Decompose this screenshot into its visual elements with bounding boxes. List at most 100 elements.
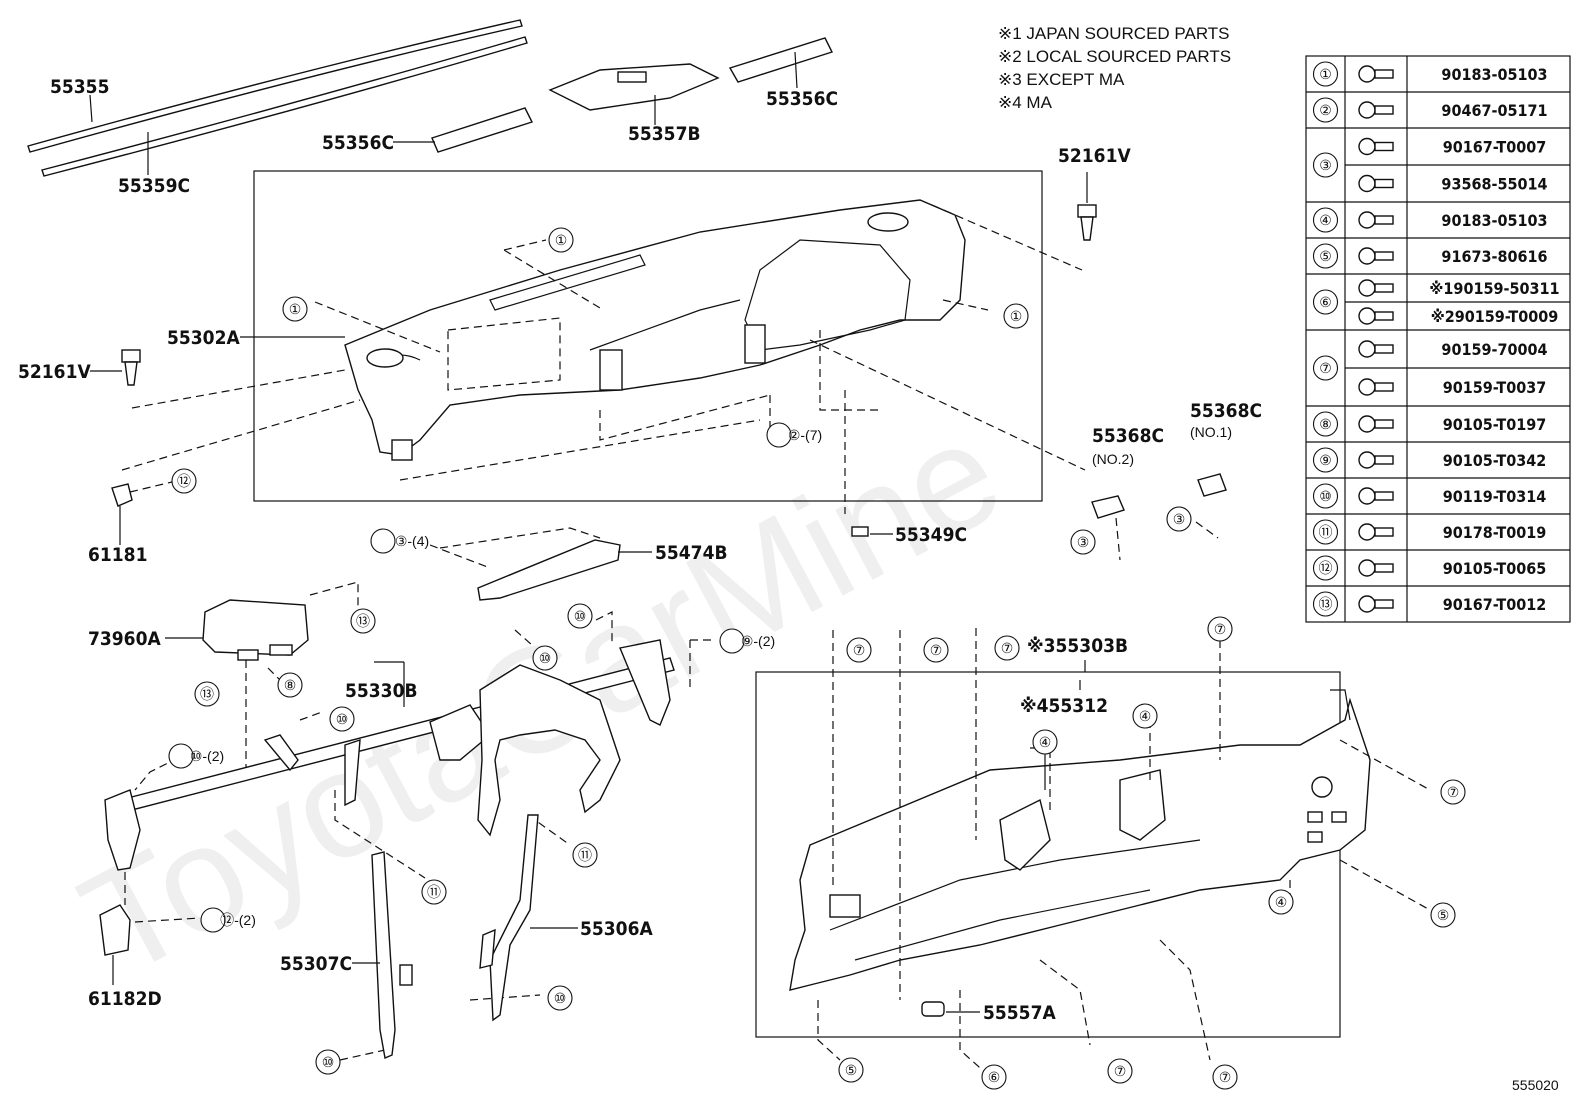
callout-4-c-label: ④ bbox=[1275, 894, 1288, 910]
callout-1-left bbox=[282, 296, 308, 322]
callout-4-a-label: ④ bbox=[1039, 734, 1052, 750]
callout-9-2-label: ⑨-(2) bbox=[741, 633, 775, 649]
callout-1-right bbox=[1003, 303, 1029, 329]
callout-1-right-label: ① bbox=[1010, 308, 1023, 324]
fastener-icon bbox=[1358, 307, 1394, 325]
callout-1-top-label: ① bbox=[555, 232, 568, 248]
cushion-55356C-left bbox=[393, 107, 533, 153]
callout-7-b bbox=[923, 637, 949, 663]
row-number: ② bbox=[1319, 102, 1332, 118]
bracket-61181 bbox=[111, 481, 173, 545]
fastener-icon bbox=[1358, 101, 1394, 119]
callout-6-label: ⑥ bbox=[988, 1069, 1001, 1085]
label-61181: 61181 bbox=[88, 544, 147, 566]
label-55306A: 55306A bbox=[580, 918, 653, 940]
callout-10-2 bbox=[168, 743, 194, 769]
callout-7-a bbox=[846, 637, 872, 663]
fastener-part-number: 90167-T0007 bbox=[1443, 138, 1547, 157]
pad-55349C bbox=[851, 526, 893, 537]
callout-10-d bbox=[547, 985, 573, 1011]
row-number: ⑨ bbox=[1319, 452, 1332, 468]
table-row: ⑨ 90105-T0342 bbox=[1306, 441, 1570, 473]
callout-10-a-label: ⑩ bbox=[574, 608, 587, 624]
callout-7-g-label: ⑦ bbox=[1219, 1069, 1232, 1085]
brace-55307C bbox=[352, 851, 413, 1059]
row-number: ⑦ bbox=[1319, 360, 1332, 376]
label-55303B: ※355303B bbox=[1027, 635, 1128, 657]
fastener-icon bbox=[1358, 523, 1394, 541]
fastener-part-number: 90467-05171 bbox=[1441, 101, 1547, 120]
fastener-icon bbox=[1358, 378, 1394, 396]
callout-13-a bbox=[350, 608, 376, 634]
row-number-circle bbox=[1312, 591, 1339, 617]
fastener-part-number: 90119-T0314 bbox=[1443, 487, 1547, 506]
instrument-panel-lower-55303B bbox=[789, 680, 1371, 991]
callout-10-c bbox=[329, 706, 355, 732]
lower-panel-box bbox=[755, 671, 1341, 1038]
row-number: ⑤ bbox=[1319, 248, 1332, 264]
fastener-icon bbox=[1358, 65, 1394, 83]
row-number-circle bbox=[1312, 97, 1339, 123]
notes-block: ※1 JAPAN SOURCED PARTS ※2 LOCAL SOURCED … bbox=[998, 24, 1231, 112]
fastener-part-number: 91673-80616 bbox=[1441, 247, 1547, 266]
label-52161V-left: 52161V bbox=[18, 361, 91, 383]
callout-5-b-label: ⑤ bbox=[845, 1062, 858, 1078]
fastener-icon bbox=[1358, 451, 1394, 469]
fastener-part-number: 90178-T0019 bbox=[1443, 523, 1547, 542]
callout-10-b-label: ⑩ bbox=[539, 650, 552, 666]
windshield-molding-55355 bbox=[27, 19, 528, 177]
table-frame bbox=[1305, 55, 1571, 623]
fastener-part-number: 90183-05103 bbox=[1441, 65, 1547, 84]
cushion-55356C-right bbox=[728, 37, 833, 89]
fastener-part-number: 90105-T0342 bbox=[1443, 451, 1547, 470]
reinforcement-55330B bbox=[104, 639, 675, 871]
label-61182D: 61182D bbox=[88, 988, 162, 1010]
row-number: ④ bbox=[1319, 212, 1332, 228]
label-55357B: 55357B bbox=[628, 123, 701, 145]
table-row: ⑥※190159-50311※290159-T0009 bbox=[1306, 273, 1570, 326]
callout-10-d-label: ⑩ bbox=[554, 990, 567, 1006]
callout-10-c-label: ⑩ bbox=[336, 711, 349, 727]
label-55368C-no2: 55368C bbox=[1092, 425, 1164, 447]
label-55368C-no1: 55368C bbox=[1190, 400, 1262, 422]
callout-8-label: ⑧ bbox=[284, 677, 297, 693]
row-number-circle bbox=[1312, 152, 1339, 178]
callout-8 bbox=[277, 672, 303, 698]
row-number-circle bbox=[1312, 207, 1339, 233]
label-55359C: 55359C bbox=[118, 175, 190, 197]
callout-3-4 bbox=[370, 528, 396, 554]
label-55302A: 55302A bbox=[167, 327, 240, 349]
label-55355: 55355 bbox=[50, 76, 109, 98]
callout-4-b bbox=[1132, 703, 1158, 729]
row-number: ③ bbox=[1319, 157, 1332, 173]
callout-1-left-label: ① bbox=[289, 301, 302, 317]
instrument-panel-upper-55302A bbox=[240, 199, 966, 461]
row-number-circle bbox=[1312, 483, 1339, 509]
callout-12-2 bbox=[200, 907, 226, 933]
note-1: ※1 JAPAN SOURCED PARTS bbox=[998, 24, 1230, 43]
label-52161V-right: 52161V bbox=[1058, 145, 1131, 167]
callout-13-a-label: ⑬ bbox=[356, 613, 370, 629]
callout-10-e bbox=[315, 1049, 341, 1075]
defroster-nozzle-pad-55357B bbox=[548, 63, 720, 125]
fastener-part-number: ※290159-T0009 bbox=[1431, 307, 1559, 326]
callout-10-2-label: ⑩-(2) bbox=[190, 748, 224, 764]
callout-4-a bbox=[1032, 729, 1058, 755]
row-number: ⑪ bbox=[1319, 524, 1333, 540]
callout-7-g bbox=[1212, 1064, 1238, 1090]
label-55330B: 55330B bbox=[345, 680, 418, 702]
fastener-icon bbox=[1358, 137, 1394, 156]
fastener-icon bbox=[1358, 487, 1394, 505]
callout-7-f bbox=[1107, 1058, 1133, 1084]
clip-52161V-left bbox=[90, 349, 141, 386]
callout-11-a-label: ⑪ bbox=[427, 884, 441, 900]
callout-10-b bbox=[532, 645, 558, 671]
callout-11-b-label: ⑪ bbox=[578, 847, 592, 863]
